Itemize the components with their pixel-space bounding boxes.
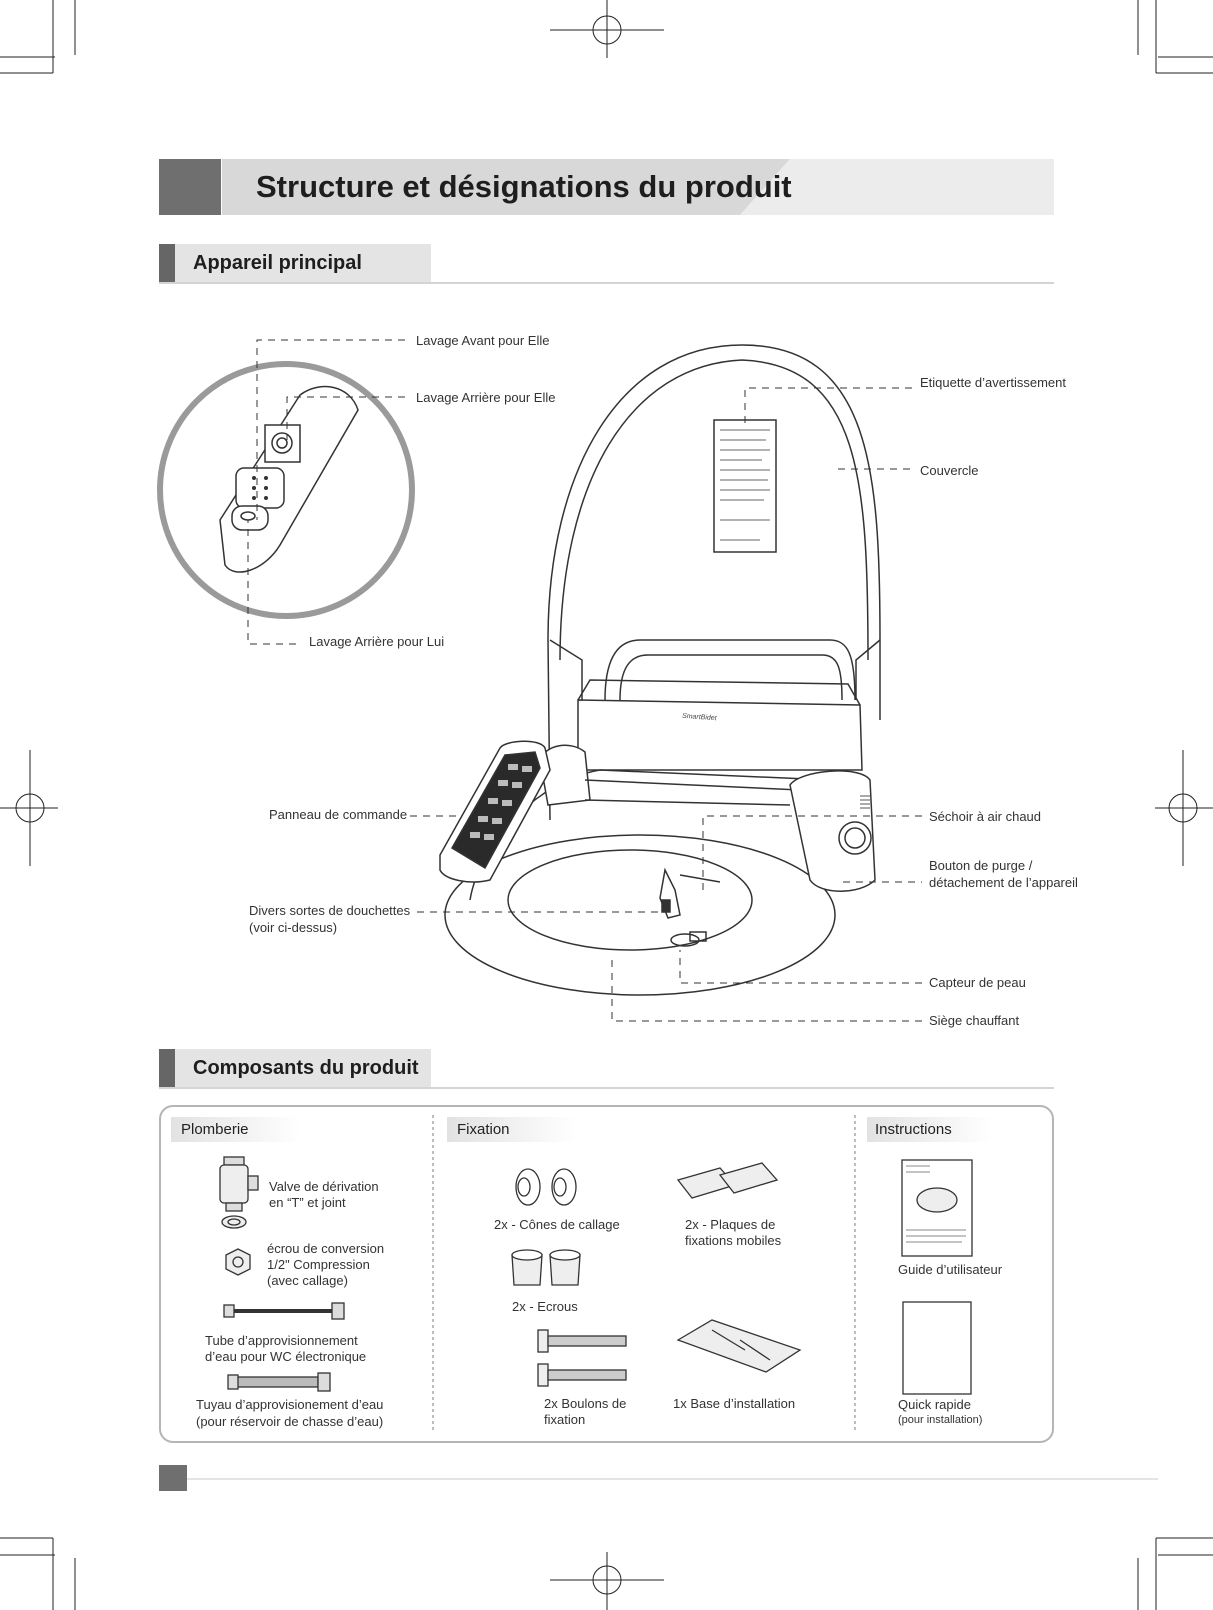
item-quick-guide-line2: (pour installation) [898, 1412, 982, 1429]
item-conversion-nut-line1: écrou de conversion [267, 1240, 384, 1257]
banner-accent-block [159, 159, 221, 215]
item-bolts-line1: 2x Boulons de [544, 1395, 626, 1412]
category-fixation: Fixation [447, 1117, 577, 1142]
item-tee-valve-line1: Valve de dérivation [269, 1178, 379, 1195]
category-instructions: Instructions [867, 1117, 993, 1142]
item-conversion-nut-line3: (avec callage) [267, 1272, 348, 1289]
item-quick-guide-line1: Quick rapide [898, 1396, 971, 1413]
callout-nozzles-line1: Divers sortes de douchettes [249, 902, 410, 919]
item-supply-tube-line2: d’eau pour WC électronique [205, 1348, 366, 1365]
section-components: Composants du produit [159, 1049, 431, 1087]
callout-front-wash-her: Lavage Avant pour Elle [416, 332, 549, 349]
item-user-guide: Guide d’utilisateur [898, 1261, 1002, 1278]
page-title: Structure et désignations du produit [256, 169, 792, 205]
item-supply-tube-line1: Tube d’approvisionnement [205, 1332, 358, 1349]
callout-control-panel: Panneau de commande [269, 806, 407, 823]
callout-rear-wash-him: Lavage Arrière pour Lui [309, 633, 444, 650]
callout-rear-wash-her: Lavage Arrière pour Elle [416, 389, 555, 406]
item-tee-valve-line2: en “T” et joint [269, 1194, 346, 1211]
item-plates-line2: fixations mobiles [685, 1232, 781, 1249]
callout-purge-button-line1: Bouton de purge / [929, 857, 1032, 874]
callout-heated-seat: Siège chauffant [929, 1012, 1019, 1029]
callout-warm-air-dryer: Séchoir à air chaud [929, 808, 1041, 825]
section-title-components: Composants du produit [193, 1057, 419, 1080]
category-plumbing: Plomberie [171, 1117, 301, 1142]
item-conversion-nut-line2: 1/2" Compression [267, 1256, 370, 1273]
section-title-main-device: Appareil principal [193, 252, 362, 275]
nozzle-zoom-illustration [160, 364, 412, 616]
section-accent-bar [159, 1049, 175, 1087]
item-supply-hose-line2: (pour réservoir de chasse d’eau) [196, 1413, 383, 1430]
item-supply-hose-line1: Tuyau d’approvisionement d’eau [196, 1396, 383, 1413]
callout-lid: Couvercle [920, 462, 979, 479]
callout-purge-button-line2: détachement de l’appareil [929, 874, 1078, 891]
item-nuts: 2x - Ecrous [512, 1298, 578, 1315]
item-cones: 2x - Cônes de callage [494, 1216, 620, 1233]
callout-warning-label: Etiquette d’avertissement [920, 374, 1066, 391]
item-base: 1x Base d’installation [673, 1395, 795, 1412]
callout-nozzles-line2: (voir ci-dessus) [249, 919, 337, 936]
section-main-device: Appareil principal [159, 244, 431, 282]
page-title-banner: Structure et désignations du produit [159, 159, 1054, 215]
bidet-seat-illustration [440, 345, 880, 995]
section-accent-bar [159, 244, 175, 282]
item-bolts-line2: fixation [544, 1411, 585, 1428]
item-plates-line1: 2x - Plaques de [685, 1216, 775, 1233]
callout-skin-sensor: Capteur de peau [929, 974, 1026, 991]
